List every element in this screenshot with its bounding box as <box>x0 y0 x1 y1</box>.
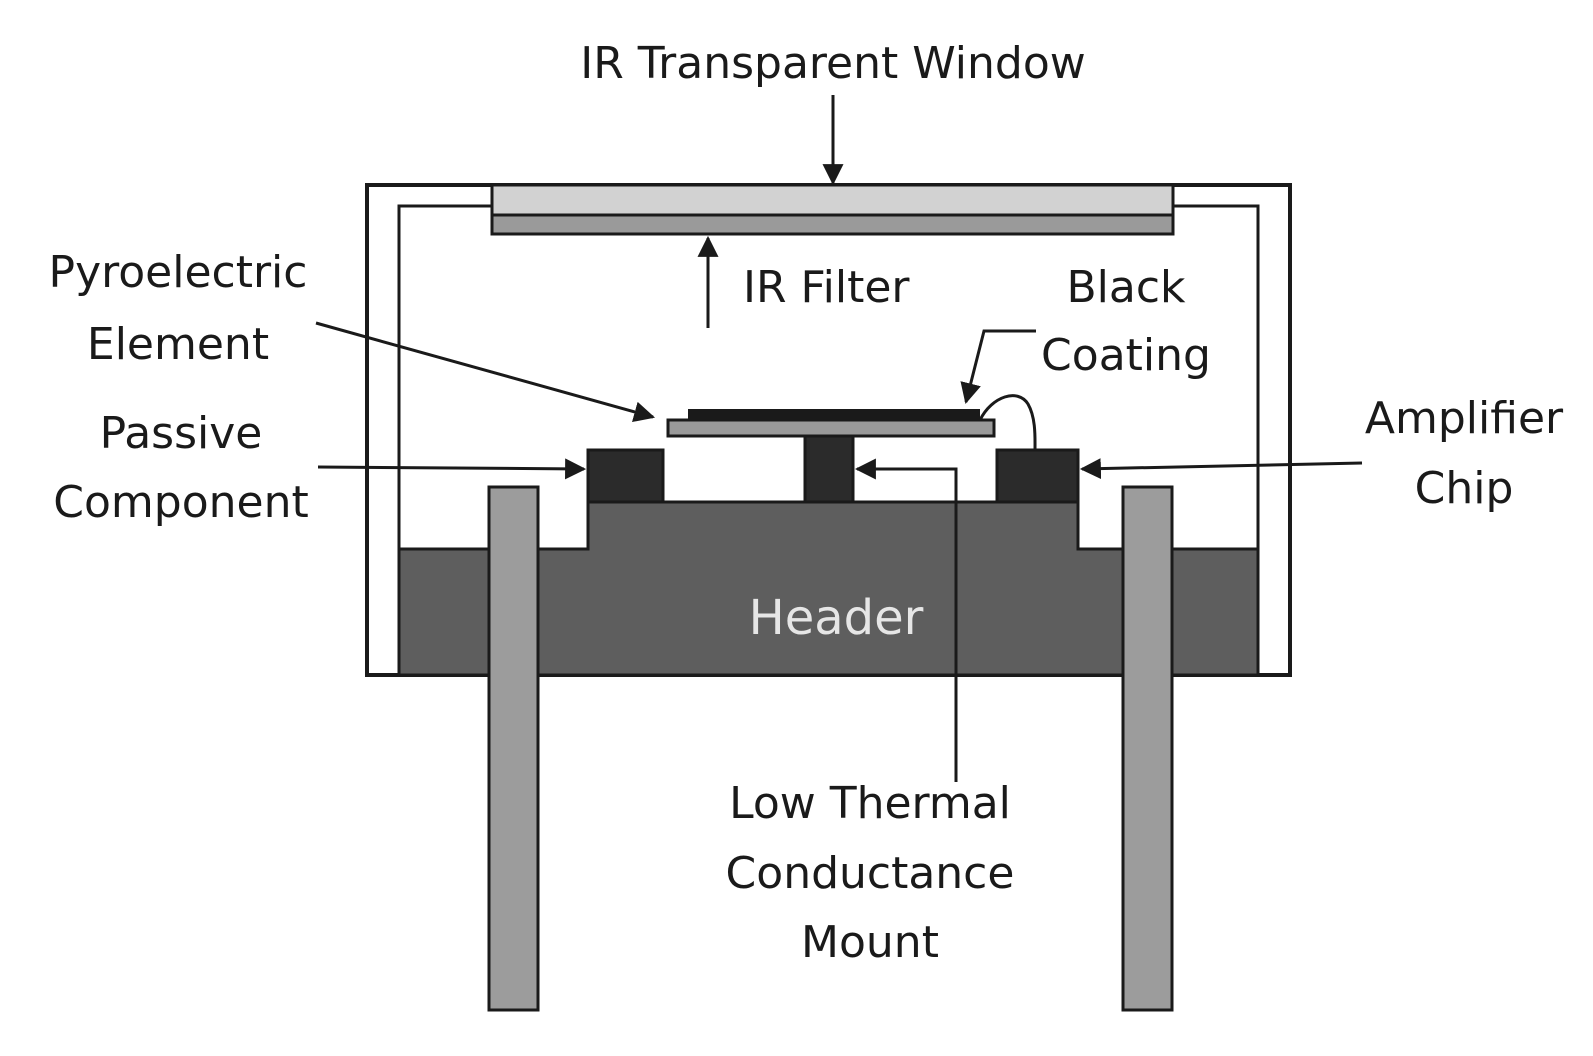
header-base <box>397 500 1260 677</box>
pyroelectric-arrow <box>315 321 656 423</box>
ir-filter-label: IR Filter <box>743 262 910 313</box>
amplifier-chip <box>995 448 1080 504</box>
amplifier-chip-label-line1: Amplifier <box>1365 393 1564 444</box>
passive-component-arrow <box>317 458 587 480</box>
black-coating-label-line2: Coating <box>1041 330 1211 381</box>
pyroelectric-element <box>666 418 996 438</box>
pyroelectric-label-line1: Pyroelectric <box>49 247 308 298</box>
right-pin <box>1121 485 1174 1012</box>
header-label: Header <box>749 590 924 646</box>
passive-component-label-line2: Component <box>53 477 308 528</box>
passive-component-label-line1: Passive <box>100 408 263 459</box>
amplifier-chip-arrow <box>1079 458 1363 480</box>
ir-window-label: IR Transparent Window <box>580 38 1086 89</box>
mount-leader <box>854 458 958 782</box>
left-pin <box>487 485 540 1012</box>
ir-filter <box>490 213 1175 236</box>
ir-transparent-window <box>490 183 1175 217</box>
black-coating-leader <box>960 329 1036 405</box>
mount-label-line2: Conductance <box>726 848 1015 899</box>
passive-component <box>586 448 665 504</box>
black-coating <box>688 409 980 419</box>
black-coating-label-line1: Black <box>1066 262 1186 313</box>
amplifier-chip-label-line2: Chip <box>1415 463 1514 514</box>
mount-label-line3: Mount <box>801 917 939 968</box>
low-thermal-conductance-mount <box>803 434 855 504</box>
bond-wire <box>978 394 1037 451</box>
mount-label-line1: Low Thermal <box>729 778 1011 829</box>
pyroelectric-label-line2: Element <box>87 319 269 370</box>
